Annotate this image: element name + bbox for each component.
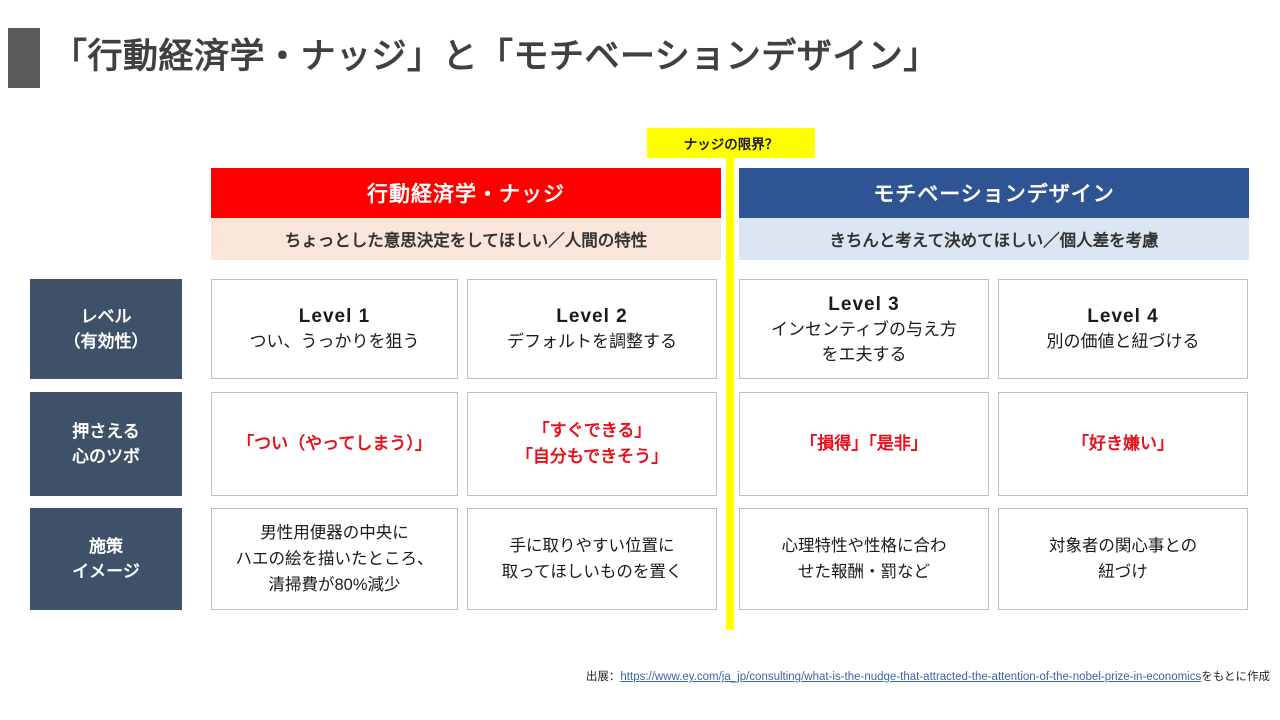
yellow-divider-line — [726, 150, 734, 630]
level-desc-4-line1: 別の価値と紐づける — [1046, 332, 1200, 351]
level-title-3: Level 3 — [828, 293, 900, 315]
source-prefix: 出展： — [585, 671, 621, 683]
measure-cell-2: 手に取りやすい位置に 取ってほしいものを置く — [467, 508, 717, 610]
source-link[interactable]: https://www.ey.com/ja_jp/consulting/what… — [620, 671, 1202, 683]
level-cell-3: Level 3 インセンティブの与え方 をエ夫する — [739, 279, 989, 379]
measure-cell-4: 対象者の関心事との 紐づけ — [998, 508, 1248, 610]
row-label-measure-line2: イメージ — [72, 562, 140, 581]
measure-2-line1: 手に取りやすい位置に — [509, 537, 675, 555]
source-note: 出展：https://www.ey.com/ja_jp/consulting/w… — [0, 668, 1270, 684]
row-label-level-line2: （有効性） — [63, 332, 149, 351]
column-group-nudge: 行動経済学・ナッジ ちょっとした意思決定をしてほしい／人間の特性 — [211, 168, 721, 260]
measure-1-line2: ハエの絵を描いたところ、 — [235, 550, 434, 568]
measure-1-line1: 男性用便器の中央に — [260, 524, 409, 542]
level-desc-1-line1: つい、うっかりを狙う — [249, 332, 420, 351]
group-subtitle-nudge: ちょっとした意思決定をしてほしい／人間の特性 — [211, 218, 721, 260]
level-cell-2: Level 2 デフォルトを調整する — [467, 279, 717, 379]
row-label-level-line1: レベル — [80, 307, 132, 326]
group-subtitle-motivation: きちんと考えて決めてほしい／個人差を考慮 — [739, 218, 1249, 260]
group-header-motivation: モチベーションデザイン — [739, 168, 1249, 218]
point-1-line1: 「つい（やってしまう）」 — [237, 434, 432, 453]
level-desc-2-line1: デフォルトを調整する — [507, 332, 677, 351]
page-title: 「行動経済学・ナッジ」と「モチベーションデザイン」 — [52, 37, 939, 76]
measure-2-line2: 取ってほしいものを置く — [501, 563, 683, 581]
group-header-nudge: 行動経済学・ナッジ — [211, 168, 721, 218]
level-desc-3-line1: インセンティブの与え方 — [771, 319, 957, 339]
point-4-line1: 「好き嫌い」 — [1072, 434, 1174, 453]
point-cell-2: 「すぐできる」 「自分もできそう」 — [467, 392, 717, 496]
point-cell-3: 「損得」「是非」 — [739, 392, 989, 496]
title-accent-block — [8, 28, 40, 88]
level-title-4: Level 4 — [1087, 306, 1159, 327]
row-label-point-line1: 押さえる — [72, 422, 140, 441]
point-3-line1: 「損得」「是非」 — [800, 434, 928, 453]
level-cell-1: Level 1 つい、うっかりを狙う — [211, 279, 458, 379]
level-title-1: Level 1 — [298, 306, 371, 327]
slide-title-bar: 「行動経済学・ナッジ」と「モチベーションデザイン」 — [0, 0, 1280, 112]
measure-cell-1: 男性用便器の中央に ハエの絵を描いたところ、 清掃費が80%減少 — [211, 508, 458, 610]
row-label-point-line2: 心のツボ — [72, 447, 140, 466]
point-2-line2: 「自分もできそう」 — [515, 447, 669, 466]
level-title-2: Level 2 — [556, 306, 628, 327]
point-cell-1: 「つい（やってしまう）」 — [211, 392, 458, 496]
measure-1-line3: 清掃費が80%減少 — [268, 576, 401, 594]
measure-4-line2: 紐づけ — [1098, 563, 1148, 581]
measure-3-line2: せた報酬・罰など — [798, 563, 930, 581]
row-label-psychological-point: 押さえる 心のツボ — [30, 392, 182, 496]
level-cell-4: Level 4 別の価値と紐づける — [998, 279, 1248, 379]
measure-cell-3: 心理特性や性格に合わ せた報酬・罰など — [739, 508, 989, 610]
nudge-limit-badge: ナッジの限界？ — [647, 128, 815, 158]
source-suffix: をもとに作成 — [1201, 671, 1270, 683]
point-2-line1: 「すぐできる」 — [532, 421, 652, 440]
row-label-level: レベル （有効性） — [30, 279, 182, 379]
row-label-measure-image: 施策 イメージ — [30, 508, 182, 610]
measure-4-line1: 対象者の関心事との — [1048, 537, 1198, 555]
row-label-measure-line1: 施策 — [89, 537, 123, 556]
measure-3-line1: 心理特性や性格に合わ — [781, 537, 947, 555]
point-cell-4: 「好き嫌い」 — [998, 392, 1248, 496]
column-group-motivation: モチベーションデザイン きちんと考えて決めてほしい／個人差を考慮 — [739, 168, 1249, 260]
level-desc-3-line2: をエ夫する — [821, 344, 907, 364]
